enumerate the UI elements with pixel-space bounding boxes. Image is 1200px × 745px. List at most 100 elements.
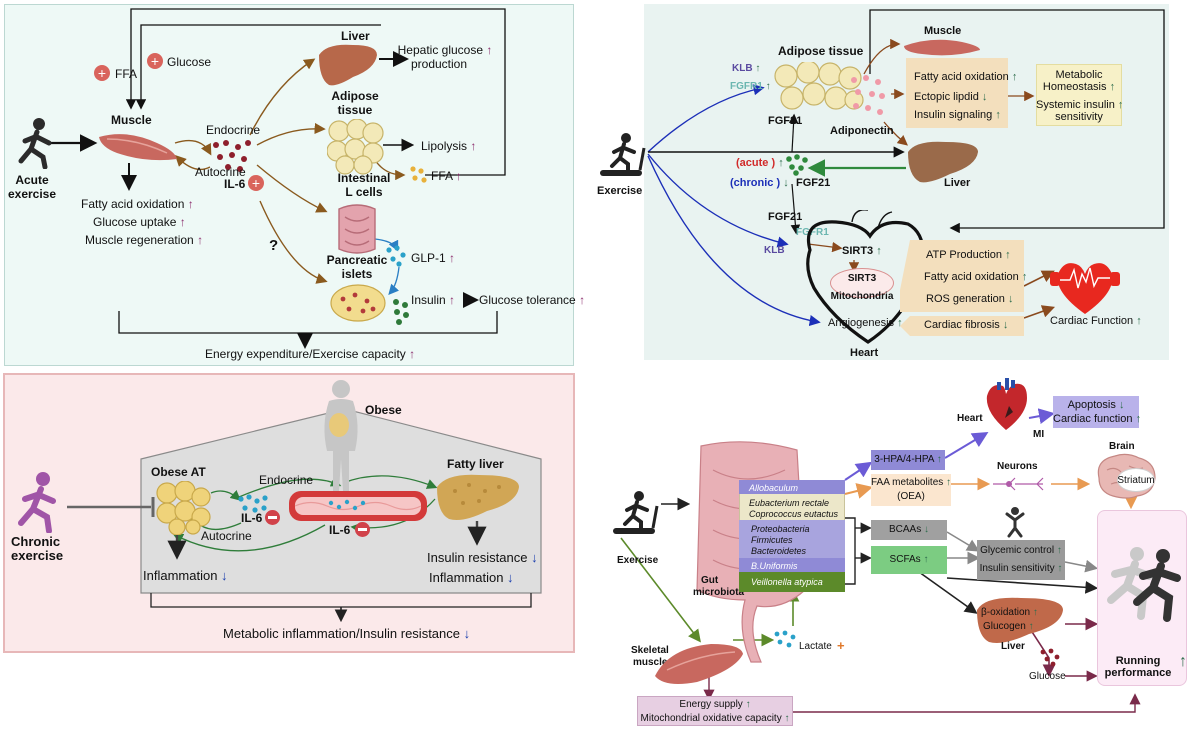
gut-label: Gut [701,575,719,586]
inflammation-at-label: Inflammation ↓ [143,568,228,583]
bacteria-row-group [739,520,845,558]
fatty-liver-title: Fatty liver [447,457,504,471]
brain-label: Brain [1109,441,1135,452]
adipose-tissue-title: Adipose tissue [778,44,864,58]
atp-label: ATP Production ↑ [926,249,1011,261]
adipose-tissue-icon [774,62,864,110]
strong-heart-icon [1050,263,1120,314]
glucose-d-label: Glucose [1029,671,1066,682]
runner-icon [18,118,52,169]
up-arrow-icon: ↑ [1011,71,1018,83]
running-label: Running [1115,655,1161,667]
minus-icon [355,522,370,537]
autocrine-c-label: Autocrine [201,529,252,543]
adiponectin-label: Adiponectin [830,125,894,137]
acute-label: Acute [15,173,49,187]
lipolysis-label: Lipolysis ↑ [421,139,477,153]
heart-mi-icon [986,378,1027,430]
il6-c2-label: IL-6 [329,523,351,537]
klb-label: KLB ↑ [732,63,761,74]
up-arrow-icon: ↑ [1056,545,1062,556]
striatum-region [1117,468,1155,492]
apoptosis-label: Apoptosis ↓ [1067,399,1125,411]
fgf21-adipose-label: FGF21 [768,115,803,127]
bacteria-row-1 [739,480,845,494]
adipose-icon [327,119,384,175]
insulin-resistance-label: Insulin resistance ↓ [427,550,538,565]
muscle-b-icon [904,39,980,56]
acute-label: (acute ) ↑ [736,157,784,169]
glycemic-box [977,540,1065,580]
hepatic-glucose-label: Hepatic glucose ↑ [397,43,493,57]
metabolic-label: Metabolic [1055,69,1103,81]
panel-b-arrows [647,9,1165,327]
minus-icon [265,510,280,525]
obese-person-icon [324,380,358,491]
up-arrow-icon: ↑ [1136,315,1142,327]
liver-b-icon [908,141,978,183]
panel-gut-microbiota: Heart MI Apoptosis ↓ Cardiac function ↑ … [603,378,1197,742]
up-arrow-icon: ↑ [1057,563,1063,574]
chronic-label: (chronic ) ↓ [730,177,789,189]
down-arrow-icon: ↓ [507,570,514,585]
angiogenesis-label: Angiogenesis ↑ [828,317,903,329]
metabolic-box [1036,64,1122,126]
islets-title: islets [341,267,373,281]
ffa-label: FFA [115,67,138,81]
neurons-label: Neurons [997,461,1038,472]
plus-icon: + [147,53,163,69]
il6-c-label: IL-6 [241,511,263,525]
bacteria-row-8 [739,572,845,592]
down-arrow-icon: ↓ [981,91,988,103]
inflammation-liver-label: Inflammation ↓ [429,570,514,585]
up-arrow-icon: ↑ [197,233,204,247]
glucogen-label: Glucogen ↑ [983,621,1034,632]
bcaa-box [871,520,947,540]
down-arrow-icon: ↓ [221,568,228,583]
up-arrow-icon: ↑ [745,699,751,710]
metabolic-inflammation-label: Metabolic inflammation/Insulin resistanc… [223,626,471,641]
fibrosis-label: Cardiac fibrosis ↓ [924,319,1009,331]
glp1-particles-icon [386,245,406,267]
up-arrow-icon: ↑ [579,293,586,307]
autocrine-label: Autocrine [195,165,246,179]
production-label: production [410,57,468,71]
liver-b-title: Liver [944,177,971,189]
up-arrow-icon: ↑ [755,63,761,74]
up-arrow-icon: ↑ [1021,271,1028,283]
beta-oxidation-label: β-oxidation ↑ [981,607,1038,618]
insulin-signaling-label: Insulin signaling ↑ [914,109,1001,121]
microbiota-label: microbiota [693,587,745,598]
energy-supply-label: Energy supply ↑ [679,699,751,710]
fao-heart-label: Fatty acid oxidation ↑ [924,271,1028,283]
neuron-icon [993,477,1044,491]
up-arrow-icon: ↑ [449,251,456,265]
up-arrow-icon: ↑ [765,81,771,92]
intestinal-title: Intestinal [337,171,391,185]
liver-title: Liver [341,29,370,43]
ros-label: ROS generation ↓ [926,293,1014,305]
up-arrow-icon: ↑ [470,139,477,153]
panel-chronic-exercise: Obese Chronic exercise Obese AT Endocrin… [3,373,575,653]
intestine-icon [338,204,376,254]
liver-d-icon [977,597,1063,643]
exercise-b-label: Exercise [597,185,643,197]
plus-icon: + [248,175,264,191]
lactate-particles-icon [774,630,796,648]
panel-acute-exercise: + FFA + Glucose Acute exercise Muscle En… [4,4,585,366]
down-arrow-icon: ↓ [531,550,538,565]
up-arrow-icon: ↑ [409,347,416,361]
cardiac-function-d-label: Cardiac function ↑ [1053,413,1142,425]
bacteria-allobaculum: Allobaculum [749,483,799,493]
bacteria-firmicutes: Firmicutes [751,535,793,545]
klb-heart-label: KLB [764,245,785,256]
energy-expenditure-label: Energy expenditure/Exercise capacity ↑ [205,347,416,361]
up-arrow-icon: ↑ [1135,413,1142,425]
ffa-particles-icon [410,166,427,183]
scfa-box [871,546,947,574]
down-arrow-icon: ↓ [783,177,789,189]
glucose-particles-icon [1040,648,1060,667]
glucose-label: Glucose [167,55,212,69]
sirt3-label: SIRT3 ↑ [842,245,882,257]
panel-fgf21: Adipose tissue KLB ↑ FGFR1 ↑ FGF21 Adipo… [597,4,1169,360]
